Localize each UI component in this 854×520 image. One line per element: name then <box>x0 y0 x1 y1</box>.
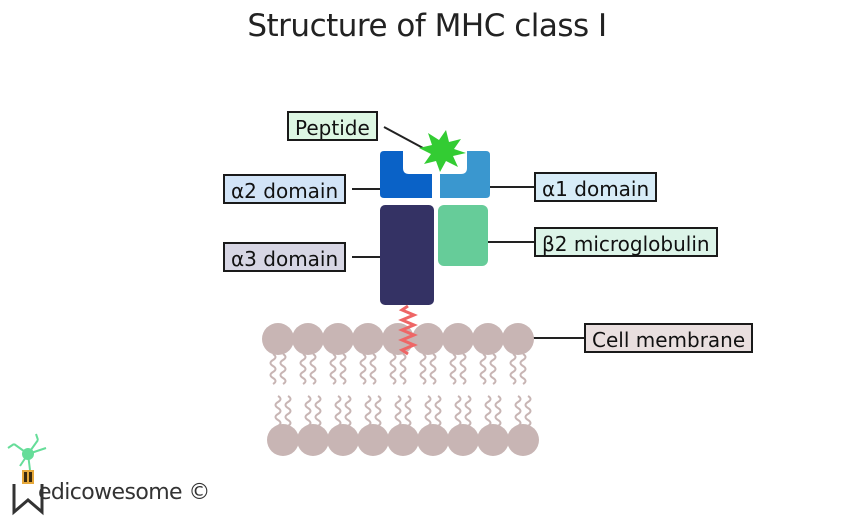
lipid-head <box>507 424 539 456</box>
peptide-label: Peptide <box>287 111 378 141</box>
lipid-head <box>417 424 449 456</box>
lipid-tail <box>494 395 502 427</box>
lipid-tail <box>419 353 427 385</box>
lipid-tail <box>314 395 322 427</box>
lipid-head <box>292 323 324 355</box>
peptide-shape <box>419 130 466 172</box>
lipid-tail <box>479 353 487 385</box>
logo-text: edicowesome © <box>38 480 210 505</box>
alpha2-domain-label: α2 domain <box>223 174 347 204</box>
lipid-tail <box>329 353 337 385</box>
lipid-head <box>297 424 329 456</box>
alpha3-domain-label: α3 domain <box>223 242 347 272</box>
lipid-tail <box>279 353 287 385</box>
alpha1-domain-shape <box>440 151 490 198</box>
lipid-head <box>357 424 389 456</box>
lipid-tails <box>269 353 532 427</box>
logo-pencil-icon <box>12 470 44 516</box>
lipid-tail <box>284 395 292 427</box>
lipid-tail <box>459 353 467 385</box>
lipid-tail <box>299 353 307 385</box>
lipid-tail <box>489 353 497 385</box>
beta2-microglobulin-label: β2 microglobulin <box>534 227 718 257</box>
lipid-head <box>327 424 359 456</box>
lipid-head <box>267 424 299 456</box>
lipid-tail <box>344 395 352 427</box>
lipid-tail <box>274 395 282 427</box>
lipid-tail <box>464 395 472 427</box>
lipid-head <box>387 424 419 456</box>
lipid-head <box>322 323 354 355</box>
lipid-tail <box>524 395 532 427</box>
lipid-head <box>262 323 294 355</box>
lipid-tail <box>339 353 347 385</box>
lipid-tail <box>309 353 317 385</box>
lipid-tail <box>334 395 342 427</box>
lipid-tail <box>424 395 432 427</box>
lipid-tail <box>484 395 492 427</box>
alpha1-domain-label: α1 domain <box>534 172 658 202</box>
lipid-head <box>412 323 444 355</box>
lipid-heads <box>262 323 539 456</box>
alpha3-domain-shape <box>380 205 434 305</box>
cell-membrane-label: Cell membrane <box>584 323 754 353</box>
lipid-tail <box>374 395 382 427</box>
diagram-title: Structure of MHC class I <box>247 8 607 44</box>
beta2m-shape <box>438 205 488 266</box>
lipid-tail <box>514 395 522 427</box>
lipid-head <box>447 424 479 456</box>
lipid-tail <box>519 353 527 385</box>
lipid-tail <box>449 353 457 385</box>
transmembrane-anchor <box>398 304 418 356</box>
lipid-tail <box>364 395 372 427</box>
lipid-head <box>442 323 474 355</box>
logo-neuron-icon <box>7 433 47 471</box>
lipid-head <box>352 323 384 355</box>
connector-lines <box>352 126 584 339</box>
alpha2-domain-shape <box>380 151 432 198</box>
lipid-head <box>502 323 534 355</box>
lipid-tail <box>269 353 277 385</box>
lipid-tail <box>394 395 402 427</box>
lipid-tail <box>389 353 397 385</box>
lipid-head <box>472 323 504 355</box>
peptide-connector <box>383 126 424 149</box>
lipid-tail <box>509 353 517 385</box>
lipid-tail <box>429 353 437 385</box>
lipid-tail <box>369 353 377 385</box>
lipid-tail <box>399 353 407 385</box>
lipid-tail <box>434 395 442 427</box>
lipid-head <box>477 424 509 456</box>
lipid-tail <box>404 395 412 427</box>
lipid-tail <box>359 353 367 385</box>
lipid-tail <box>304 395 312 427</box>
lipid-tail <box>454 395 462 427</box>
